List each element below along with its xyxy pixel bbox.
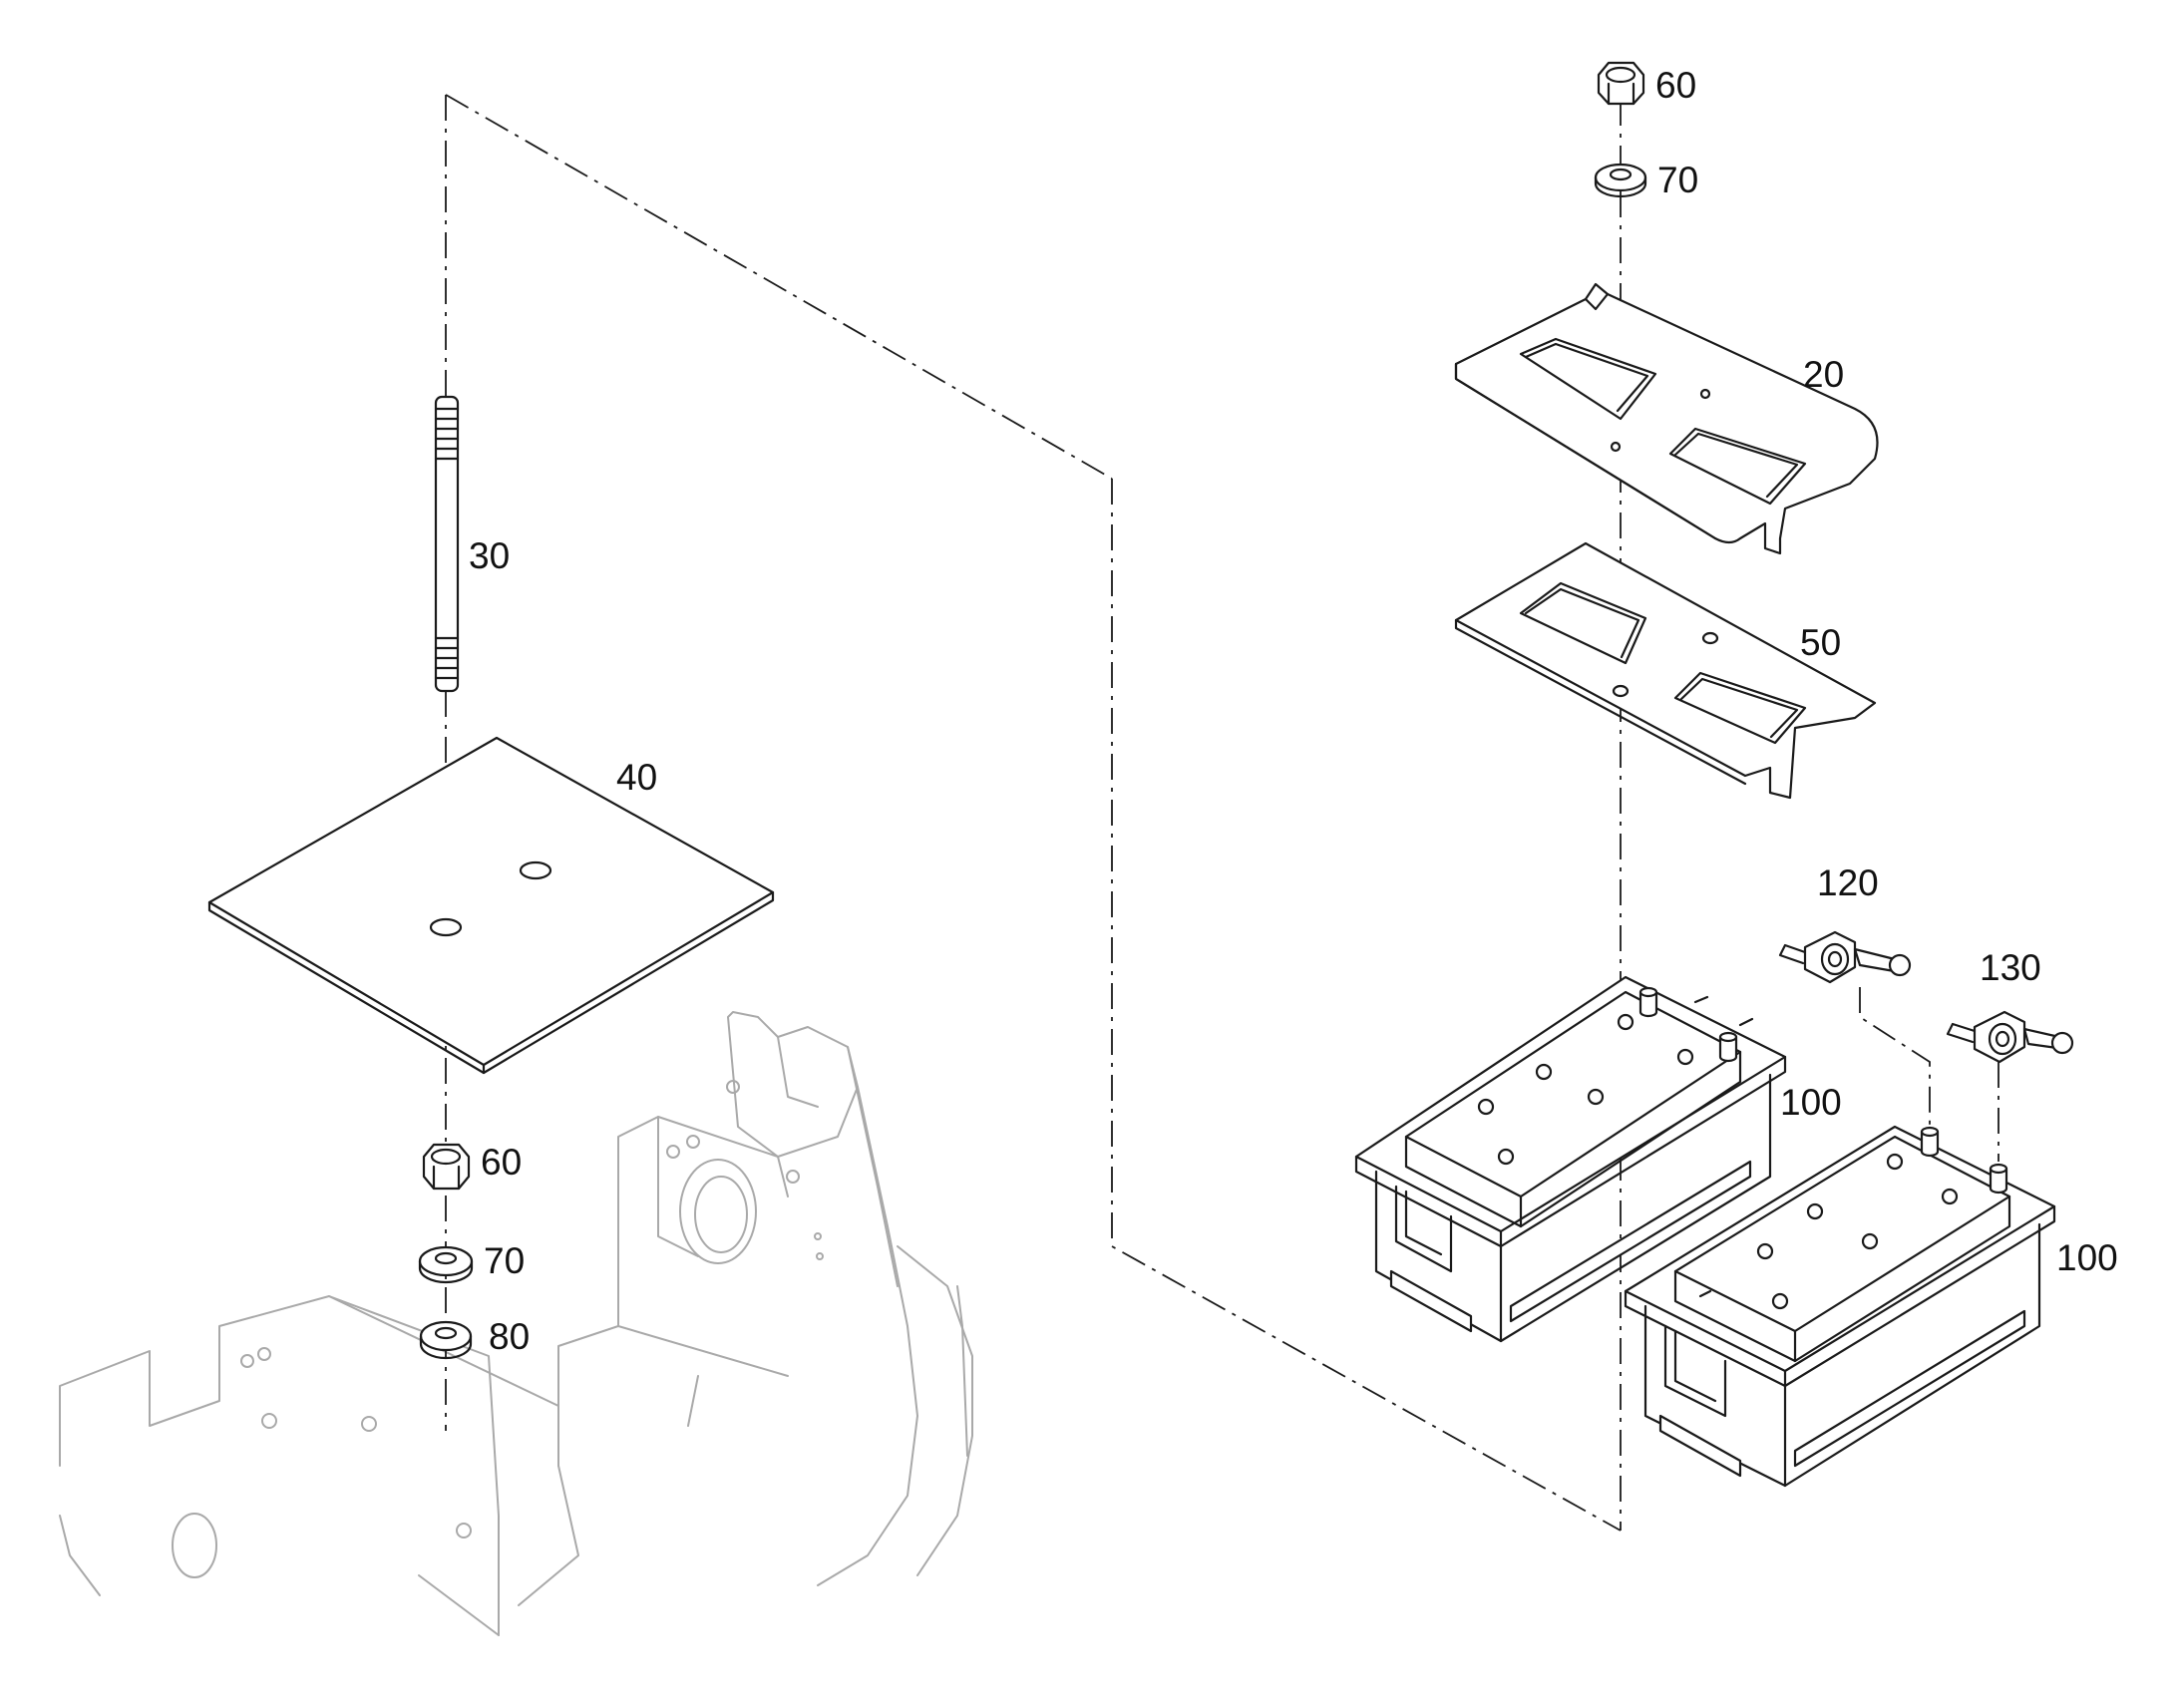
pad-part-50 [1454,541,1877,800]
callout-50: 50 [1800,622,1841,663]
washer-part-70-right [1594,163,1647,198]
callout-70-right: 70 [1657,160,1698,200]
vehicle-frame [59,1011,973,1636]
nut-part-60-left [422,1143,471,1191]
callout-labels: 60 70 20 30 50 40 120 130 100 100 60 70 … [469,65,2118,1357]
terminal-clamp-part-130 [1946,1010,2074,1064]
washer-part-70-left [418,1245,474,1284]
battery-part-100-right [1624,1125,2056,1488]
callout-60-left: 60 [481,1142,522,1183]
callout-130: 130 [1980,947,2041,988]
callout-70-left: 70 [484,1240,525,1281]
nut-part-60-right [1597,61,1645,106]
callout-40: 40 [616,757,657,798]
battery-part-100-left [1354,975,1787,1343]
callout-80: 80 [489,1316,530,1357]
callout-100-left: 100 [1780,1082,1842,1123]
callout-60-right: 60 [1655,65,1696,106]
plate-part-40 [207,736,775,1075]
callout-20: 20 [1803,354,1844,395]
bracket-part-20 [1454,282,1879,555]
callout-30: 30 [469,535,510,576]
stud-part-30 [434,395,460,693]
washer-part-80 [419,1320,473,1360]
callout-100-right: 100 [2056,1237,2118,1278]
callout-120: 120 [1817,862,1879,903]
terminal-clamp-part-120 [1778,930,1912,984]
